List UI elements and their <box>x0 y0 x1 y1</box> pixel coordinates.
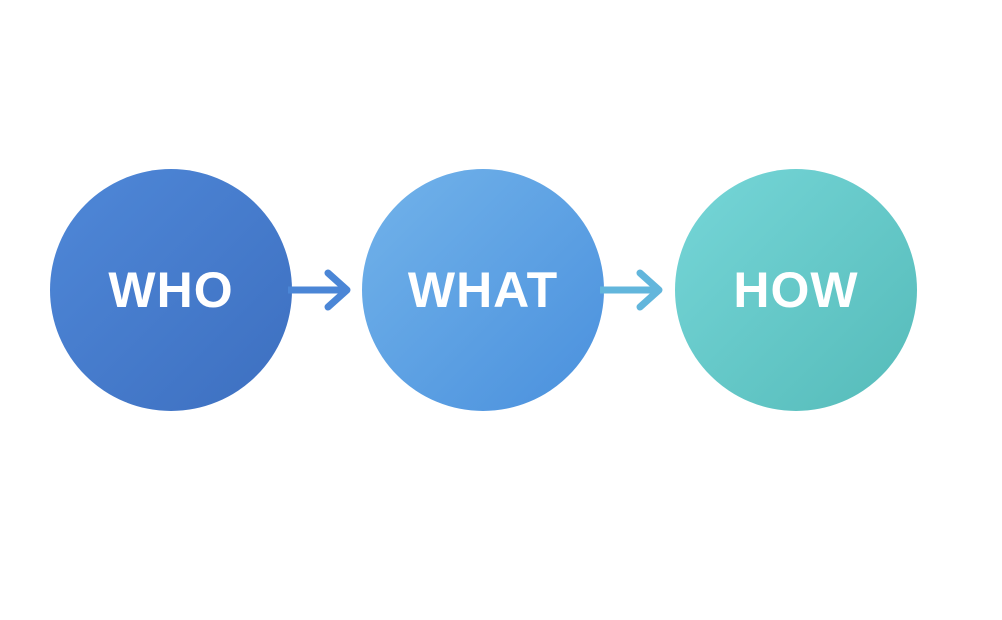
how-label: HOW <box>733 262 859 318</box>
what-label: WHAT <box>407 262 559 318</box>
who-node: WHO <box>50 169 292 411</box>
arrow-right-icon <box>600 269 663 311</box>
how-node: HOW <box>675 169 917 411</box>
what-node: WHAT <box>362 169 604 411</box>
arrow-right-icon <box>288 269 351 311</box>
who-label: WHO <box>108 262 234 318</box>
